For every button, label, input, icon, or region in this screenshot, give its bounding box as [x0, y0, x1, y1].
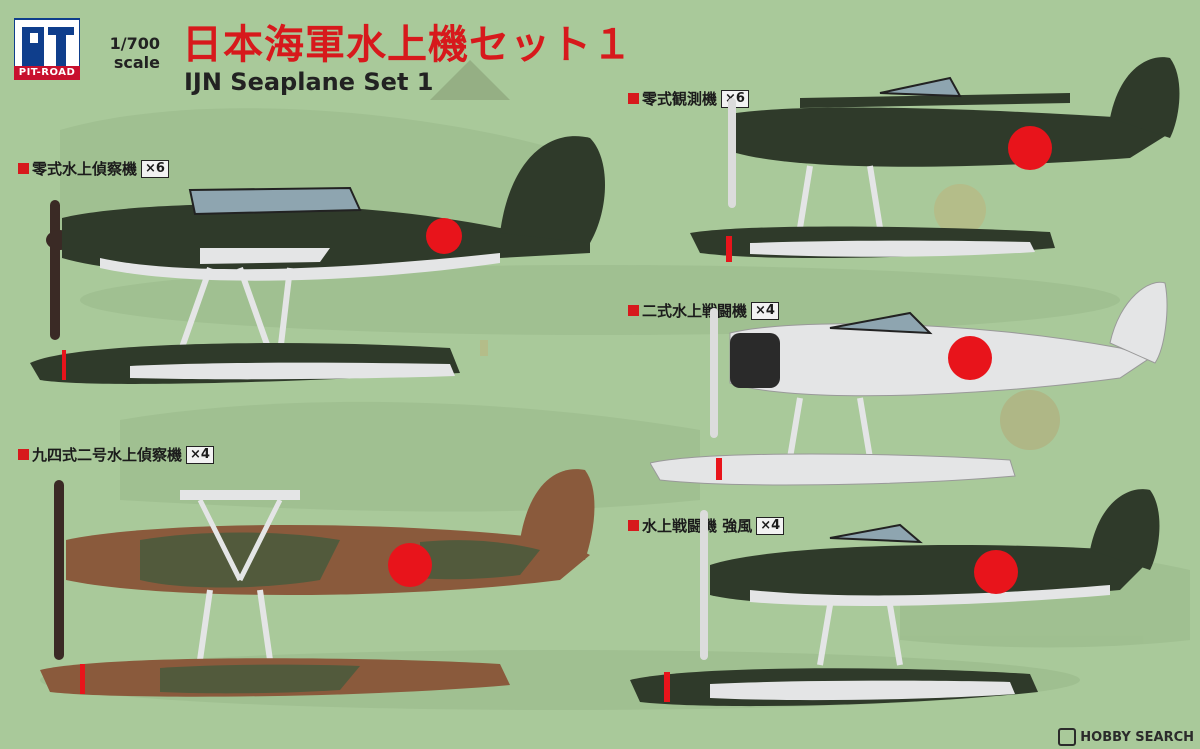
- scale-ratio: 1/700: [109, 34, 160, 53]
- quantity-badge: ×4: [186, 445, 214, 464]
- scale-word: scale: [113, 53, 160, 72]
- product-title-japanese: 日本海軍水上機セット１: [182, 22, 633, 68]
- aircraft-name: 零式水上偵察機: [32, 160, 138, 178]
- quantity-badge: ×6: [141, 159, 169, 178]
- aircraft-name: 九四式二号水上偵察機: [32, 446, 183, 464]
- aircraft-label-4: 水上戦闘機 強風 ×4: [628, 515, 785, 536]
- red-square-icon: [18, 163, 29, 174]
- logo-text: PIT-ROAD: [14, 66, 80, 80]
- watermark-icon: [1058, 728, 1077, 746]
- seaplane-illustration-2: [650, 281, 1168, 486]
- aircraft-label-0: 零式水上偵察機 ×6: [18, 158, 169, 179]
- red-square-icon: [628, 520, 639, 531]
- watermark-text: HOBBY SEARCH: [1080, 729, 1194, 745]
- red-square-icon: [628, 305, 639, 316]
- seaplane-illustration-1: [690, 57, 1180, 262]
- seaplane-illustration-3: [40, 469, 595, 697]
- red-square-icon: [18, 449, 29, 460]
- aircraft-label-3: 九四式二号水上偵察機 ×4: [18, 444, 214, 465]
- aircraft-name: 水上戦闘機 強風: [642, 517, 753, 535]
- quantity-badge: ×4: [756, 516, 785, 535]
- seaplane-illustration-4: [630, 489, 1160, 707]
- quantity-badge: ×4: [751, 301, 779, 320]
- red-square-icon: [628, 93, 639, 104]
- seaplane-illustration-0: [30, 136, 605, 384]
- aircraft-label-2: 二式水上戦闘機 ×4: [628, 300, 779, 321]
- hobby-search-watermark: HOBBY SEARCH: [1058, 728, 1194, 746]
- aircraft-name: 零式観測機: [642, 90, 718, 108]
- aircraft-name: 二式水上戦闘機: [642, 302, 748, 320]
- product-title-english: IJN Seaplane Set 1: [184, 68, 434, 96]
